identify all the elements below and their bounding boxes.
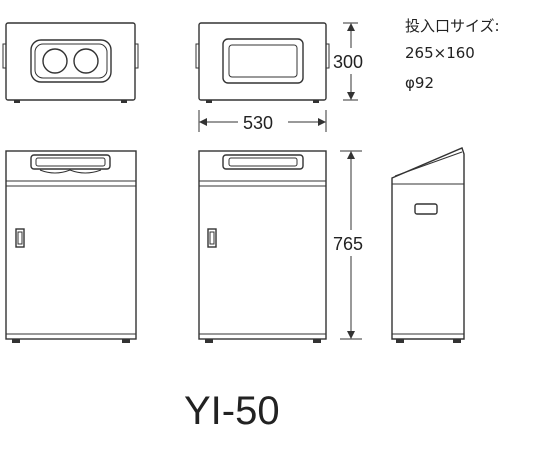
opening-size-specs: 投入口サイズ: 265×160 φ92: [405, 17, 500, 92]
top-view-rect-opening: [195, 22, 330, 103]
dimension-530: 530: [198, 110, 327, 133]
spec-round-diameter: φ92: [405, 74, 434, 92]
side-view: [391, 147, 465, 343]
round-opening-right: [73, 48, 99, 74]
round-opening-left: [42, 48, 68, 74]
spec-label: 投入口サイズ:: [405, 17, 500, 35]
dimension-300-label: 300: [333, 52, 363, 72]
dimension-765: 765: [333, 150, 363, 340]
spec-rect-size: 265×160: [405, 44, 475, 62]
dimension-300: 300: [333, 22, 363, 101]
rect-opening-frame: [222, 38, 304, 84]
top-view-round-openings: [2, 22, 139, 103]
dimension-765-label: 765: [333, 234, 363, 254]
front-view-rect: [198, 150, 327, 343]
model-name: YI-50: [184, 389, 280, 433]
door-handle: [15, 228, 25, 248]
dimension-530-label: 530: [243, 113, 273, 133]
front-view-round: [5, 150, 137, 343]
door-handle: [207, 228, 217, 248]
side-handle: [414, 203, 438, 215]
